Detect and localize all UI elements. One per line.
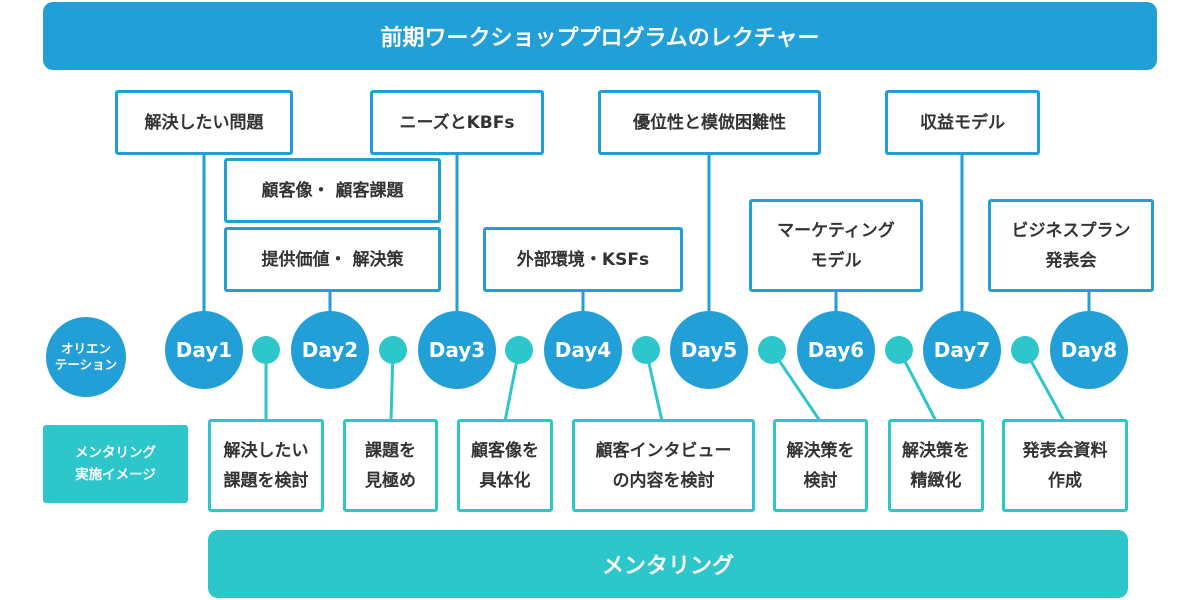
day-circle: Day8 <box>1050 311 1128 389</box>
mentoring-dot <box>252 336 280 364</box>
mentoring-dot <box>885 336 913 364</box>
mentoring-box: 顧客像を 具体化 <box>457 419 553 512</box>
lecture-box: 収益モデル <box>885 90 1040 155</box>
lecture-box: ビジネスプラン 発表会 <box>988 199 1154 292</box>
orientation-circle: オリエン テーション <box>46 317 126 397</box>
lecture-box: ニーズとKBFs <box>370 90 544 155</box>
mentoring-dot <box>632 336 660 364</box>
mentoring-box: 解決したい 課題を検討 <box>208 419 324 512</box>
lecture-box: 優位性と模倣困難性 <box>598 90 821 155</box>
mentoring-box: 顧客インタビュー の内容を検討 <box>572 419 755 512</box>
mentoring-box: 発表会資料 作成 <box>1002 419 1128 512</box>
mentoring-box: 課題を 見極め <box>343 419 438 512</box>
mentoring-dot <box>758 336 786 364</box>
lecture-box: マーケティング モデル <box>749 199 923 292</box>
footer-banner: メンタリング <box>208 530 1128 598</box>
mentoring-dot <box>505 336 533 364</box>
day-circle: Day4 <box>544 311 622 389</box>
day-circle: Day7 <box>923 311 1001 389</box>
connector-line <box>770 349 822 422</box>
mentoring-dot <box>379 336 407 364</box>
lecture-box: 外部環境・KSFs <box>483 227 683 292</box>
header-banner: 前期ワークショッププログラムのレクチャー <box>43 2 1157 70</box>
mentoring-box: 解決策を 検討 <box>773 419 868 512</box>
day-circle: Day6 <box>797 311 875 389</box>
day-circle: Day5 <box>670 311 748 389</box>
mentoring-dot <box>1011 336 1039 364</box>
day-circle: Day2 <box>291 311 369 389</box>
lecture-box: 解決したい問題 <box>115 90 293 155</box>
day-circle: Day3 <box>418 311 496 389</box>
mentoring-label: メンタリング 実施イメージ <box>43 425 188 503</box>
lecture-box: 提供価値・ 解決策 <box>224 227 441 292</box>
mentoring-box: 解決策を 精緻化 <box>888 419 984 512</box>
lecture-box: 顧客像・ 顧客課題 <box>224 158 441 223</box>
day-circle: Day1 <box>165 311 243 389</box>
